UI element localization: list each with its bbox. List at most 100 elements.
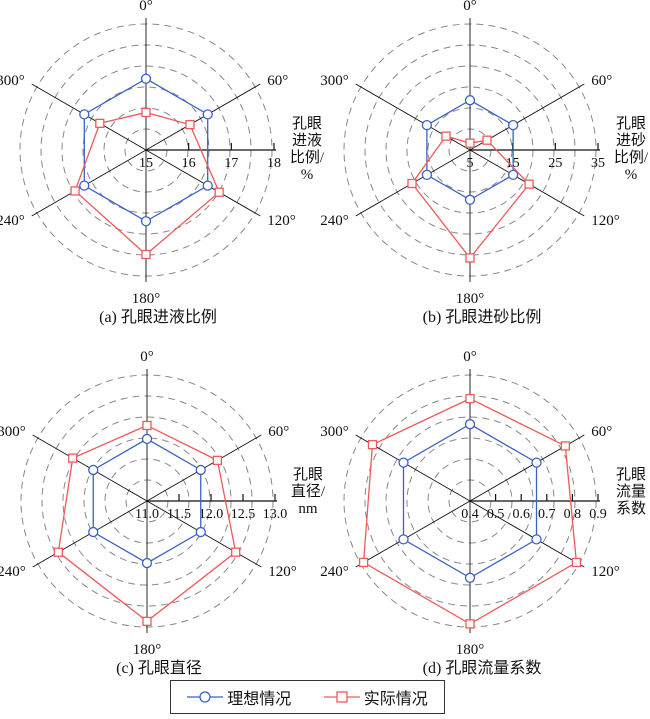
tick-label: 11.5 (167, 507, 191, 522)
axis-title: 系数 (616, 500, 646, 517)
angle-label: 120° (591, 564, 620, 580)
actual-point-300° (367, 440, 378, 450)
tick-label: 11.0 (135, 507, 159, 522)
ideal-point-300° (421, 119, 433, 131)
ideal-point-60° (507, 119, 519, 131)
actual-point-240° (407, 178, 417, 189)
angle-label: 180° (456, 642, 485, 658)
tick-label: 0.6 (512, 507, 530, 522)
spoke-240° (355, 500, 471, 568)
angle-label: 300° (320, 73, 349, 89)
angle-label: 60° (591, 73, 612, 89)
ideal-point-240° (421, 169, 433, 181)
spoke-120° (469, 500, 585, 568)
tick-label: 0.7 (538, 507, 556, 522)
ideal-point-180° (141, 557, 153, 569)
actual-point-60° (212, 455, 223, 466)
legend-item-actual: 实际情况 (323, 685, 428, 709)
tick-label: 17 (224, 156, 238, 171)
ideal-point-0° (464, 419, 476, 430)
actual-point-120° (571, 557, 582, 568)
angle-label: 120° (267, 213, 296, 229)
tick-label: 25 (548, 156, 562, 171)
actual-point-60° (482, 135, 492, 145)
axis-title: 直径/ (291, 483, 326, 500)
actual-point-0° (142, 420, 152, 431)
actual-point-240° (70, 186, 80, 196)
axis-title: % (625, 167, 638, 183)
tick-label: 35 (591, 156, 605, 171)
tick-label: 12.5 (231, 507, 256, 522)
series-actual-line (74, 111, 220, 256)
chart-caption: (a) 孔眼进液比例 (99, 308, 217, 326)
tick-label: 0.5 (487, 507, 505, 522)
tick-label: 13.0 (263, 507, 288, 522)
angle-label: 300° (0, 424, 26, 440)
chart-caption: (c) 孔眼直径 (116, 659, 202, 677)
actual-point-300° (68, 453, 78, 463)
ideal-point-60° (195, 464, 206, 476)
tick-label: 16 (182, 156, 196, 171)
axis-title: 流量 (616, 483, 646, 500)
chart-caption: (d) 孔眼流量系数 (423, 659, 542, 677)
ideal-point-0° (141, 433, 153, 445)
angle-label: 60° (268, 424, 289, 440)
actual-point-120° (231, 547, 241, 557)
angle-label: 240° (320, 213, 349, 229)
actual-point-60° (185, 119, 195, 130)
angle-label: 0° (140, 349, 154, 365)
actual-point-240° (53, 547, 63, 557)
square-marker-icon (323, 691, 360, 703)
angle-label: 60° (267, 73, 288, 89)
angle-label: 300° (320, 424, 349, 440)
tick-label: 0.9 (589, 507, 607, 522)
angle-label: 240° (320, 564, 349, 580)
ideal-point-300° (88, 464, 99, 476)
spoke-240° (31, 149, 147, 217)
ideal-point-0° (464, 95, 476, 106)
ideal-point-180° (464, 572, 476, 583)
ideal-point-180° (140, 216, 152, 227)
spoke-300° (31, 83, 147, 151)
axis-title: 孔眼 (616, 466, 646, 483)
angle-label: 60° (591, 424, 612, 440)
angle-label: 300° (0, 73, 25, 89)
tick-label: 15 (139, 156, 153, 171)
actual-point-120° (524, 179, 534, 189)
angle-label: 120° (268, 564, 297, 580)
angle-label: 240° (0, 564, 26, 580)
angle-label: 180° (133, 642, 162, 658)
angle-label: 0° (463, 349, 477, 365)
actual-point-300° (441, 131, 451, 141)
actual-point-180° (141, 249, 151, 260)
legend-label-ideal: 理想情况 (227, 691, 292, 708)
axis-title: 孔眼 (293, 466, 323, 483)
legend-label-actual: 实际情况 (363, 691, 428, 708)
axis-title: % (301, 167, 314, 183)
ideal-point-120° (507, 169, 519, 181)
ideal-point-300° (79, 109, 90, 120)
actual-point-0° (465, 138, 475, 148)
axis-title: 比例/ (290, 149, 325, 166)
actual-point-120° (214, 187, 224, 197)
spoke-120° (145, 149, 261, 217)
angle-label: 120° (591, 213, 620, 229)
actual-point-60° (560, 441, 570, 451)
spoke-300° (355, 83, 471, 151)
angle-label: 180° (132, 291, 161, 307)
ideal-point-0° (140, 73, 152, 84)
legend-item-ideal: 理想情况 (187, 685, 291, 709)
ideal-point-240° (398, 534, 409, 545)
chart-caption: (b) 孔眼进砂比例 (423, 308, 542, 326)
ideal-point-300° (398, 457, 409, 468)
angle-label: 240° (0, 213, 25, 229)
ideal-point-60° (531, 457, 542, 468)
angle-label: 0° (139, 0, 153, 14)
ideal-point-120° (195, 526, 206, 538)
axis-title: 进液 (292, 132, 322, 149)
ideal-point-120° (202, 180, 213, 191)
tick-label: 0.4 (461, 507, 479, 522)
